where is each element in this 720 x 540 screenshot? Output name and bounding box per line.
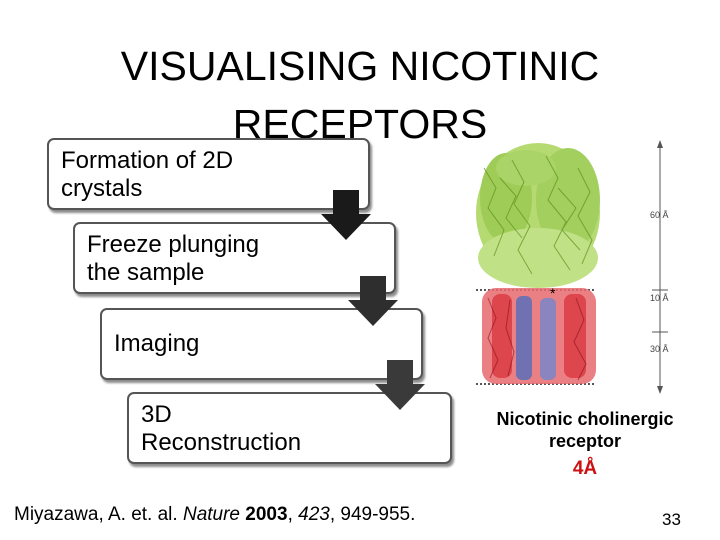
dimension-label-mid: 10 Å xyxy=(650,293,669,303)
citation-volume: 423 xyxy=(298,504,330,525)
step-label-line1: 3D xyxy=(141,401,172,428)
step-label-line2: crystals xyxy=(61,175,143,202)
step-label-line1: Formation of 2D xyxy=(61,147,234,174)
star-marker: * xyxy=(550,285,556,301)
extracellular-domain xyxy=(476,143,600,288)
step-label-line1: Imaging xyxy=(114,330,200,357)
receptor-structure-image: * 60 Å 10 Å 30 Å xyxy=(466,138,698,396)
step-box-imaging: Imaging xyxy=(100,308,423,380)
down-arrow-icon xyxy=(348,276,398,326)
slide-title: VISUALISING NICOTINIC RECEPTORS xyxy=(0,37,720,153)
page-number: 33 xyxy=(662,510,681,529)
transmembrane-domain xyxy=(482,288,596,384)
down-arrow-icon xyxy=(321,190,371,240)
resolution-label: 4Å xyxy=(572,458,598,479)
caption-line-1: Nicotinic cholinergic xyxy=(496,409,674,429)
step-box-crystals: Formation of 2D crystals xyxy=(47,138,370,210)
step-label-line2: the sample xyxy=(87,259,205,286)
citation-journal: Nature xyxy=(182,504,240,525)
down-arrow-icon xyxy=(375,360,425,410)
citation-pages: , 949-955. xyxy=(329,504,416,525)
caption-line-2: receptor xyxy=(548,431,622,451)
pore-region xyxy=(516,296,556,380)
step-label-line1: Freeze plunging xyxy=(87,231,260,258)
dimension-label-top: 60 Å xyxy=(650,210,669,220)
citation-year: 2003 xyxy=(245,504,288,525)
title-line-1: VISUALISING NICOTINIC xyxy=(120,43,600,90)
figure-caption: Nicotinic cholinergic receptor xyxy=(460,408,710,452)
citation: Miyazawa, A. et. al. Nature 2003, 423, 9… xyxy=(14,504,416,525)
dimension-label-bottom: 30 Å xyxy=(650,344,669,354)
step-label-line2: Reconstruction xyxy=(141,429,302,456)
citation-authors: Miyazawa, A. et. al. xyxy=(14,504,183,525)
